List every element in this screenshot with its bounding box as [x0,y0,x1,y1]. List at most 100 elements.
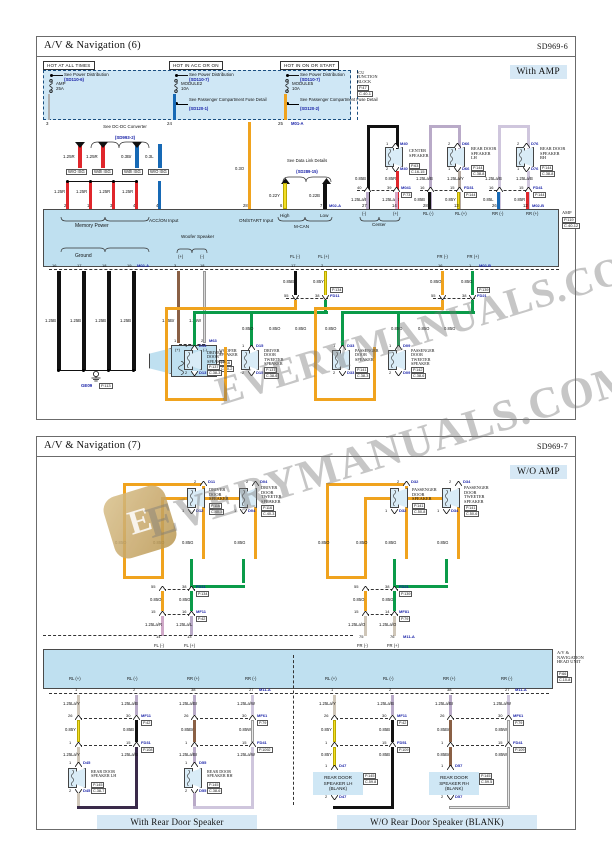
module2-output-wire [173,94,176,120]
s2-sp3-conn: C.50-8 [412,509,428,515]
s2-fr-num-1: 55 [354,584,359,589]
s2-out-label-3: RR (-) [245,676,257,681]
hot-bar-all-times: HOT AT ALL TIMES [43,61,95,70]
dds-pin: P.137 [207,364,221,370]
power-ref-1-link[interactable]: (SD110-6) [64,77,85,82]
rb-code2-0: FD51 [397,740,407,745]
center-conn-num-1: 40 [357,185,362,190]
pdt-terminal-1: 1 [389,343,392,348]
s2-green-a [190,559,194,589]
center-top-down [396,125,400,149]
lb-sp1-cone [76,768,86,788]
can-low-spec: 0.22B [309,193,320,198]
amp-rr-plus-label: RR (+) [526,211,539,216]
rdslh-code-2: D66 [462,166,470,171]
rb-cn1-0: 26 [324,713,329,718]
amp-label-mcan: M-CAN [294,224,310,229]
s2-spec-t-6: 0.85G [385,540,397,545]
gnd-dot-4 [132,369,136,373]
dds-terminal-1-connector [191,345,198,350]
power-ref-2-link[interactable]: (SD110-7) [189,77,210,82]
rl-spec-bot-2: 0.85Y [445,197,456,202]
rr-dashrow [489,190,531,191]
lb-w8 [251,720,255,742]
s2-spec-t-0: 0.85O [115,540,127,545]
s2-out-label-0: RL (+) [69,676,81,681]
fr-spec-bot-2: 0.85O [418,326,430,331]
variant-badge-with-amp: With AMP [509,65,567,79]
rb-w12 [507,747,511,809]
pdt-coil [390,352,395,368]
s2-fl-orange-mid [161,591,165,611]
sheet-av-navigation-7: A/V & Navigation (7) SD969-7 W/O AMP [36,436,584,830]
fr-spec-top-1: 0.85O [430,279,442,284]
gnd-pin-3: 18 [102,263,107,268]
fr-conn-num-1: 55 [431,293,436,298]
center-conn-code: M041 [401,185,412,190]
pdt-terminal-2: 2 [389,370,392,375]
lb-code1-1: MF61 [257,713,268,718]
ground-node-label: M02-A [137,263,150,268]
can-node-label: M02-A [329,203,342,208]
fl-orange-drop [294,300,298,309]
s2-fr-orange-mid [364,591,368,611]
dcdc-brace [90,141,150,148]
gnd-spec-2: 1.25B [70,318,81,323]
lb-conn-f [133,742,140,747]
ddt-conn: C.38-6 [264,373,280,379]
rb-spec1-1: 1.25La/B [377,701,394,706]
fl-orange-top-run [165,307,297,311]
lb-conn-e [75,742,82,747]
rr-minus-lower [497,192,501,209]
woofer-terminal-2: 2 [201,338,204,343]
fr-orange-left-riser [314,307,318,401]
rb-sp1-t2: 2 [325,794,328,799]
dcdc-ref-text: See DC-DC Converter [103,124,147,129]
mem-spec-4: 1.25R [122,189,134,194]
rb-conn-e [331,742,338,747]
s2-sp4-conn: C.50-6 [464,511,480,517]
fuse-3-name: MODULE5 [292,81,314,86]
lb-sp1-t1: 1 [69,760,72,765]
rdslh-pin: P.144 [471,165,485,171]
s2-sp1-t1: 2 [194,479,197,484]
lb-conn-c [191,715,198,720]
rl-spec-bot-1: 0.85B [414,197,425,202]
sheet-code-2: SD969-7 [537,442,568,451]
s2-green-join-left [190,585,245,589]
fr-spec-bot-0: 0.85O [325,326,337,331]
lb-w12 [251,747,255,809]
rdsrh-neg-wire [498,125,502,209]
pds-pin: P.141 [355,367,369,373]
power-ref-3-link[interactable]: (SD110-7) [300,77,321,82]
center-speaker-name: CENTER SPEAKER [409,148,429,158]
s2-fr-pin-1: 75 [359,634,364,639]
rdslh-coil [449,149,454,165]
s2-sp1-cone [195,488,205,508]
can-high-wire [283,183,287,209]
lb-sp1-coil [70,770,75,786]
datalink-link[interactable]: (SD289-15) [296,169,318,174]
center-pin-plus: 14 [392,203,397,208]
center-conn-right [393,187,400,192]
rl-conn-box: P.144 [464,192,478,198]
passenger-ref-2-link[interactable]: (SD120-2) [300,106,320,111]
fl-spec-bot-2: 0.85O [269,326,281,331]
s2-fl-green-mid [190,591,194,611]
dcdc-ref-link[interactable]: (SD993-2) [114,135,136,140]
fr-spec-bot-1: 0.85O [391,326,403,331]
s2-spec-t-3: 0.85G [234,540,246,545]
lb-sp2-conn: C.38-6 [207,788,223,794]
lb-spec1-2: 1.25La/Br [179,701,198,706]
passenger-ref-1-link[interactable]: (SD120-1) [189,106,209,111]
s2-fr-spec2-1: 1.25La/O [348,622,366,627]
fr-conn-left [439,295,446,300]
fr-orange-drop [441,300,445,309]
lb-dash-2 [195,718,253,719]
rb-blank-speaker-lh: REAR DOOR SPEAKER LH (BLANK) [313,772,363,796]
memory-wire-2 [89,181,93,209]
s2-sp1-t1-connector [188,509,195,514]
hot-bar-acc-on: HOT IN ACC OR ON [169,61,223,70]
memory-dot-2 [89,179,93,183]
rl-spec-top-1: 1.25La/B [416,176,433,181]
